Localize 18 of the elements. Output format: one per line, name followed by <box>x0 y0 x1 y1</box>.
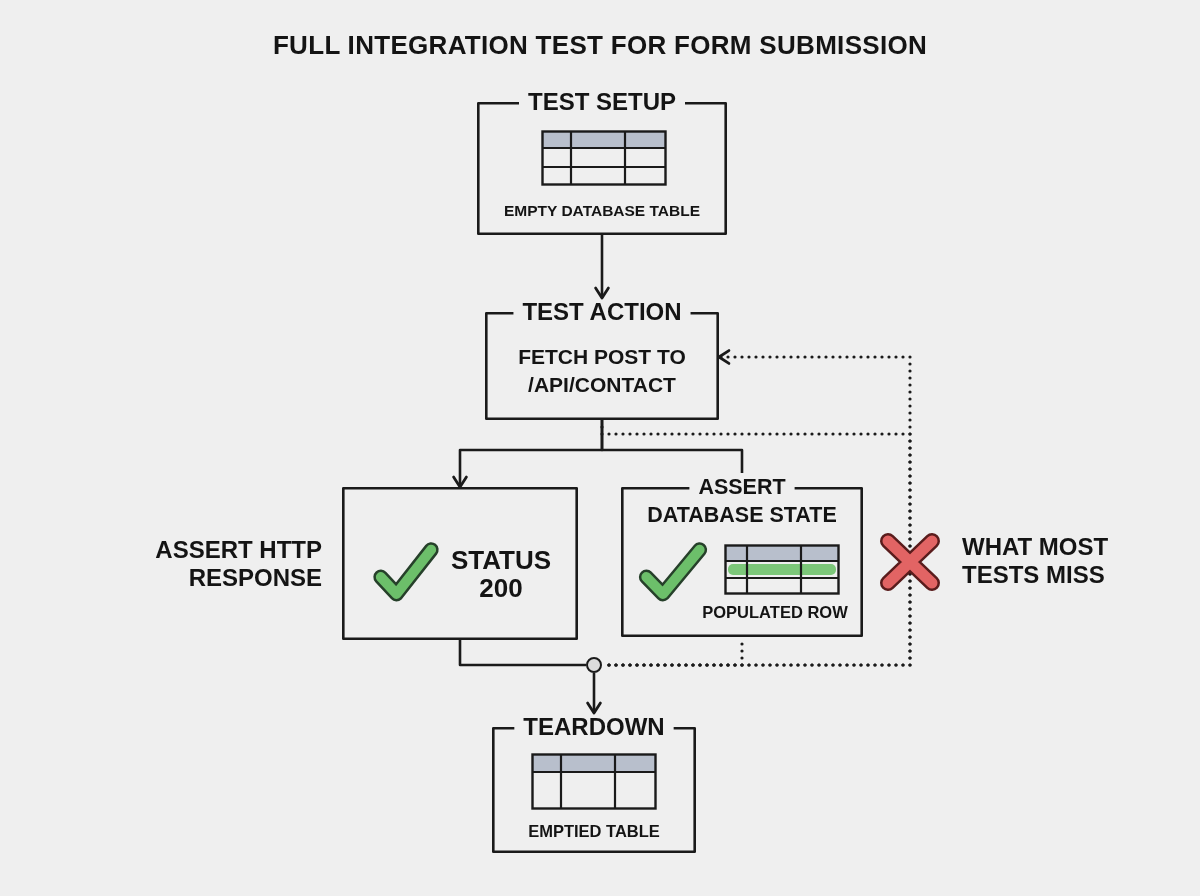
step-text: STATUS 200 <box>449 546 553 602</box>
diagram-title: FULL INTEGRATION TEST FOR FORM SUBMISSION <box>271 29 929 62</box>
connector-line <box>458 640 586 667</box>
arrow <box>594 235 610 300</box>
junction-circle <box>586 657 602 673</box>
step-box <box>342 487 578 640</box>
step-caption: EMPTIED TABLE <box>527 821 661 841</box>
step-heading: TEST ACTION <box>522 298 682 326</box>
side-caption: ASSERT HTTP RESPONSE <box>154 536 322 592</box>
connector-line <box>600 420 744 473</box>
callout-text: WHAT MOST TESTS MISS <box>962 533 1110 589</box>
step-caption: POPULATED ROW <box>701 602 849 622</box>
arrow <box>586 673 602 715</box>
step-caption: EMPTY DATABASE TABLE <box>502 201 702 221</box>
step-heading: TEARDOWN <box>523 713 665 741</box>
step-caption: FETCH POST TO /API/CONTACT <box>517 344 687 398</box>
step-heading: TEST SETUP <box>528 88 676 116</box>
step-heading: ASSERT DATABASE STATE <box>646 474 838 529</box>
